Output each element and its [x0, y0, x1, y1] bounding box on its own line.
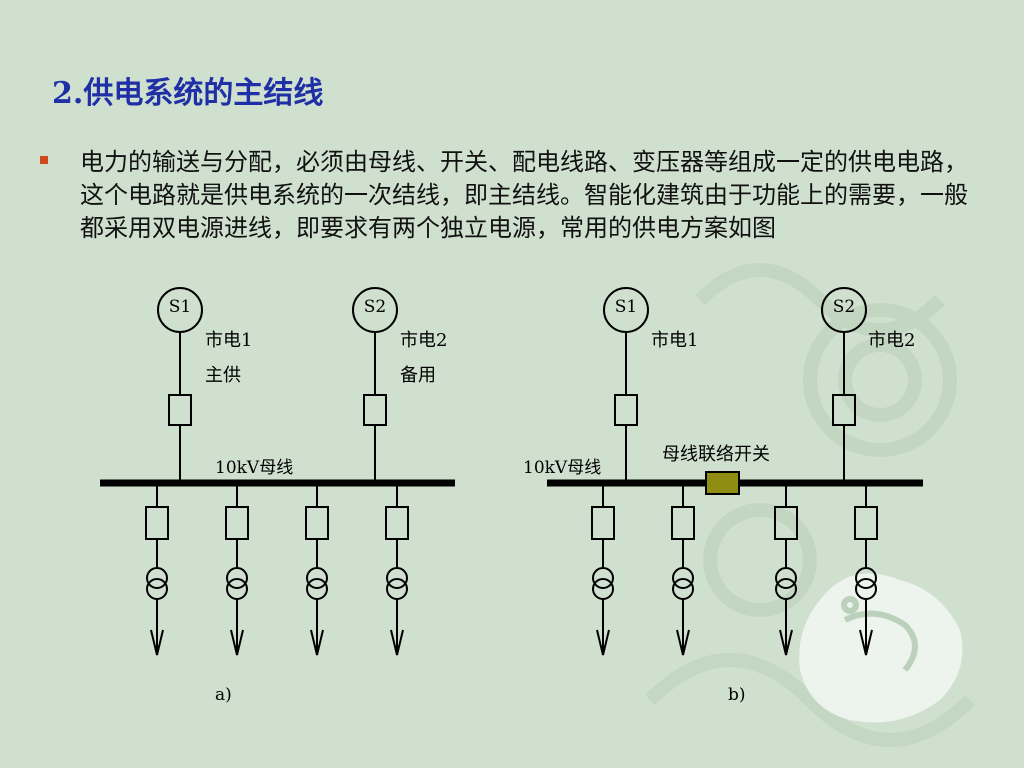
feeder-branch	[145, 484, 169, 656]
dragon-ornament	[799, 573, 963, 723]
source-s2-role: 备用	[400, 365, 436, 386]
switch-s2	[832, 394, 856, 426]
source-s1-label: S1	[169, 297, 191, 317]
bullet-marker	[40, 156, 48, 164]
bus-label: 10kV母线	[215, 458, 293, 478]
source-s1-name: 市电1	[651, 330, 698, 351]
switch-s1	[168, 394, 192, 426]
source-s1-label: S1	[615, 297, 637, 317]
source-s2-name: 市电2	[868, 330, 915, 351]
feeder-branch	[385, 484, 409, 656]
source-s1-name: 市电1	[205, 330, 252, 351]
feeder-branch	[225, 484, 249, 656]
feeder-branch	[774, 484, 798, 656]
source-s2-label: S2	[364, 297, 386, 317]
bullet-paragraph: 电力的输送与分配，必须由母线、开关、配电线路、变压器等组成一定的供电电路，这个电…	[40, 146, 990, 245]
diagram-a: S1 市电1 主供 S2 市电2 备用 10kV母线 a)	[100, 287, 455, 705]
slide-title: 2.供电系统的主结线	[52, 76, 324, 111]
feeder-branch	[591, 484, 615, 656]
diagram-b: S1 市电1 S2 市电2 10kV母线 母线联络开关 b)	[523, 287, 923, 705]
bus-tie-switch	[705, 471, 740, 495]
feeder-branch	[305, 484, 329, 656]
bus-label: 10kV母线	[523, 458, 601, 478]
caption-a: a)	[215, 685, 232, 705]
source-s1-role: 主供	[205, 365, 241, 386]
switch-s1	[614, 394, 638, 426]
source-s2-label: S2	[833, 297, 855, 317]
caption-b: b)	[728, 685, 746, 705]
tie-switch-label: 母线联络开关	[662, 444, 770, 465]
bullet-text: 电力的输送与分配，必须由母线、开关、配电线路、变压器等组成一定的供电电路，这个电…	[80, 148, 968, 242]
feeder-branch	[671, 484, 695, 656]
source-s2-name: 市电2	[400, 330, 447, 351]
switch-s2	[363, 394, 387, 426]
feeder-branch	[854, 484, 878, 656]
